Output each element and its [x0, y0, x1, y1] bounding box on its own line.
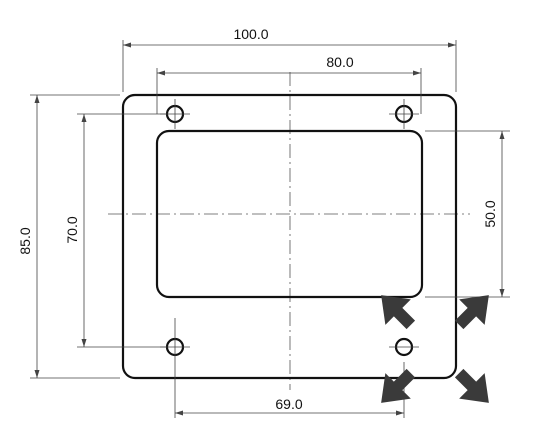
- cutout-outline: [155, 129, 424, 299]
- cutout-height-label: 50.0: [482, 200, 498, 227]
- hole-spacing-top-label: 80.0: [326, 54, 353, 70]
- center-lines: [108, 72, 470, 390]
- overall-height-label: 85.0: [17, 227, 33, 254]
- mounting-holes: [160, 99, 419, 362]
- plate-outline: [121, 93, 458, 380]
- overall-width-label: 100.0: [233, 26, 268, 42]
- hole-spacing-vertical-label: 70.0: [64, 216, 80, 243]
- dimension-overall-width: 100.0: [122, 26, 457, 92]
- dimension-hole-spacing-bottom: 69.0: [174, 362, 405, 418]
- dimension-hole-spacing-top: 80.0: [156, 54, 422, 114]
- expand-arrows-icon: [381, 295, 489, 403]
- dimension-overall-height: 85.0: [17, 94, 120, 379]
- hole-spacing-bottom-label: 69.0: [275, 396, 302, 412]
- dimension-cutout-height: 50.0: [425, 130, 510, 298]
- dimension-hole-spacing-vertical: 70.0: [64, 113, 166, 348]
